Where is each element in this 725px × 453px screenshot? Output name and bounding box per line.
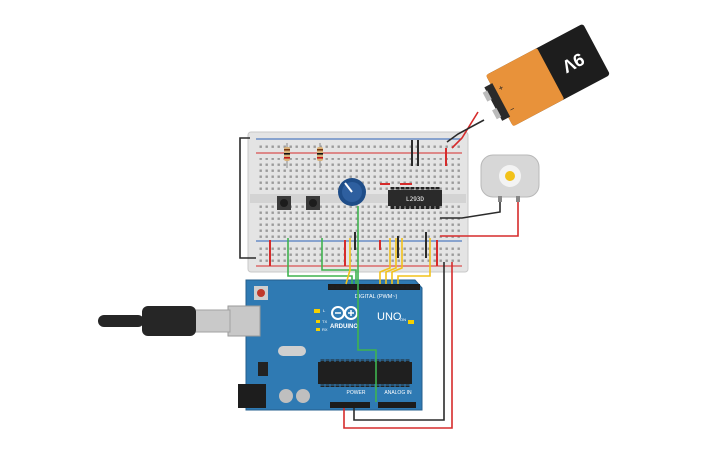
battery-plus: + [497,83,506,93]
push-button[interactable] [306,196,320,210]
wires [239,137,453,429]
arduino-uno[interactable]: DIGITAL (PWM~) ARDUINO UNO L TX RX ON PO… [227,279,423,411]
reset-button[interactable] [257,289,265,297]
motor-lead-black [440,202,501,219]
analog-label: ANALOG IN [384,390,412,396]
power-jack [238,384,266,408]
motor-lead-red [440,202,519,237]
l293d-chip[interactable]: L293D [388,187,442,209]
usb-jack [227,305,261,337]
breadboard-jumpers [269,140,447,266]
power-header [330,402,370,408]
brand-label: ARDUINO [330,324,358,330]
battery-lead-red [451,111,479,149]
battery-minus: − [508,104,517,114]
rx-label: RX [322,327,328,332]
analog-header [378,402,416,408]
model-label: UNO [377,311,402,323]
push-button[interactable] [277,196,291,210]
battery-lead-black [446,119,485,143]
resistor[interactable] [284,143,290,168]
dc-motor[interactable] [480,154,540,202]
potentiometer[interactable] [338,178,366,206]
resistor[interactable] [317,143,323,168]
power-label: POWER [347,390,366,396]
tx-label: TX [322,319,327,324]
battery-9v[interactable]: 9V + − [476,24,610,132]
arduino-logo-icon [331,306,358,320]
chip-label: L293D [406,196,424,203]
on-led-label: ON [400,317,406,322]
usb-cable [98,306,231,336]
digital-label: DIGITAL (PWM~) [355,294,398,300]
l-led-label: L [323,308,326,313]
atmega-chip [318,362,412,384]
